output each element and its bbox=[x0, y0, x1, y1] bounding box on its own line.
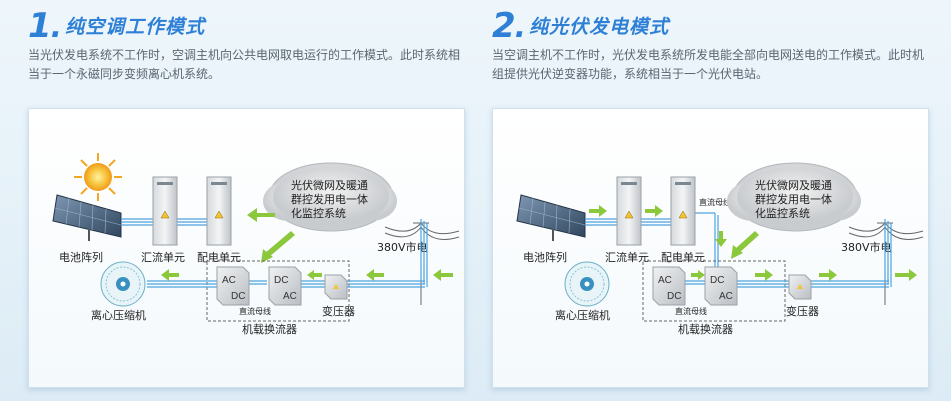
converter-label: 机载换流器 bbox=[242, 322, 297, 336]
converter1-dc-label: DC bbox=[231, 291, 245, 302]
converter1-dc-label: DC bbox=[667, 291, 681, 302]
sun-icon bbox=[74, 153, 122, 201]
panel-air-conditioning-mode: 1.纯空调工作模式 当光伏发电系统不工作时，空调主机向公共电网取电运行的工作模式… bbox=[28, 0, 468, 401]
transformer-icon bbox=[788, 274, 812, 300]
control-arrow-left bbox=[247, 208, 275, 222]
converter2-ac-label: AC bbox=[283, 291, 297, 302]
converter-group-frame bbox=[206, 260, 350, 322]
power-pole-icon bbox=[384, 219, 460, 305]
combiner-label: 汇流单元 bbox=[141, 250, 185, 264]
dc-bus-label: 直流母线 bbox=[675, 306, 707, 316]
combiner-cabinet-icon bbox=[152, 176, 178, 246]
transformer-icon bbox=[324, 274, 348, 300]
solar-array-label: 电池阵列 bbox=[523, 250, 567, 264]
cloud-text-line3: 化监控系统 bbox=[291, 206, 346, 220]
power-pole-icon bbox=[848, 219, 924, 305]
converter2-dc-label: DC bbox=[274, 275, 288, 286]
cloud-text-line2: 群控发用电一体 bbox=[755, 192, 832, 206]
distribution-label: 配电单元 bbox=[661, 251, 705, 264]
power-flow-arrows bbox=[691, 269, 917, 281]
compressor-label: 离心压缩机 bbox=[91, 308, 146, 322]
panel-heading: 1.纯空调工作模式 bbox=[28, 6, 206, 46]
combiner-cabinet-icon bbox=[616, 176, 642, 246]
heading-title: 纯光伏发电模式 bbox=[529, 16, 670, 38]
converter-group-frame bbox=[642, 260, 786, 322]
grid-label: 380V市电 bbox=[841, 240, 892, 254]
diagram-frame: 电池阵列 汇流单元 配电单元 bbox=[28, 108, 465, 388]
panel-heading: 2.纯光伏发电模式 bbox=[492, 6, 670, 46]
top-dc-bus-label: 直流母线 bbox=[699, 197, 731, 207]
panel-description: 当光伏发电系统不工作时，空调主机向公共电网取电运行的工作模式。此时系统相当于一个… bbox=[28, 48, 461, 81]
cloud-text-line1: 光伏微网及暖通 bbox=[755, 178, 832, 192]
compressor-label: 离心压缩机 bbox=[555, 308, 610, 322]
centrifugal-compressor-icon bbox=[100, 261, 146, 307]
cloud-text-line1: 光伏微网及暖通 bbox=[291, 178, 368, 192]
cloud-text-line2: 群控发用电一体 bbox=[291, 192, 368, 206]
ac-dc-converter-icon bbox=[652, 266, 686, 306]
dc-ac-converter-icon bbox=[704, 266, 738, 306]
transformer-label: 变压器 bbox=[322, 304, 355, 318]
converter1-ac-label: AC bbox=[222, 275, 236, 286]
heading-title: 纯空调工作模式 bbox=[65, 16, 206, 38]
ac-wire-bottom bbox=[147, 219, 428, 288]
control-arrow-down bbox=[731, 231, 759, 259]
centrifugal-compressor-icon bbox=[564, 261, 610, 307]
distribution-label: 配电单元 bbox=[197, 251, 241, 264]
solar-panel-icon bbox=[516, 194, 586, 241]
distribution-cabinet-icon bbox=[670, 176, 696, 246]
converter1-ac-label: AC bbox=[658, 275, 672, 286]
diagram-frame: 电池阵列 直流母线 汇流单元 bbox=[492, 108, 929, 388]
ac-wire-top bbox=[121, 218, 207, 226]
grid-label: 380V市电 bbox=[377, 240, 428, 254]
monitoring-cloud-icon bbox=[263, 162, 397, 232]
ac-dc-converter-icon bbox=[216, 266, 250, 306]
monitoring-cloud-icon bbox=[727, 162, 861, 232]
panel-description: 当空调主机不工作时，光伏发电系统所发电能全部向电网送电的工作模式。此时机组提供光… bbox=[492, 48, 925, 81]
power-flow-arrows bbox=[161, 269, 453, 281]
dc-ac-converter-icon bbox=[268, 266, 302, 306]
converter-label: 机载换流器 bbox=[678, 322, 733, 336]
solar-panel-icon bbox=[52, 194, 122, 241]
system-diagram: 电池阵列 汇流单元 配电单元 bbox=[52, 153, 460, 336]
pv-flow-arrows-top bbox=[589, 205, 727, 247]
distribution-cabinet-icon bbox=[206, 176, 232, 246]
combiner-label: 汇流单元 bbox=[605, 250, 649, 264]
converter2-dc-label: DC bbox=[710, 275, 724, 286]
cloud-text-line3: 化监控系统 bbox=[755, 206, 810, 220]
dc-bus-label: 直流母线 bbox=[239, 306, 271, 316]
heading-number: 1 bbox=[28, 6, 52, 46]
control-arrow-down bbox=[261, 231, 295, 263]
solar-array-label: 电池阵列 bbox=[59, 250, 103, 264]
converter2-ac-label: AC bbox=[719, 291, 733, 302]
panel-pv-generation-mode: 2.纯光伏发电模式 当空调主机不工作时，光伏发电系统所发电能全部向电网送电的工作… bbox=[492, 0, 932, 401]
heading-number: 2 bbox=[492, 6, 516, 46]
system-diagram: 电池阵列 直流母线 汇流单元 bbox=[516, 162, 924, 336]
ac-wire-bottom bbox=[679, 219, 892, 288]
transformer-label: 变压器 bbox=[786, 304, 819, 318]
